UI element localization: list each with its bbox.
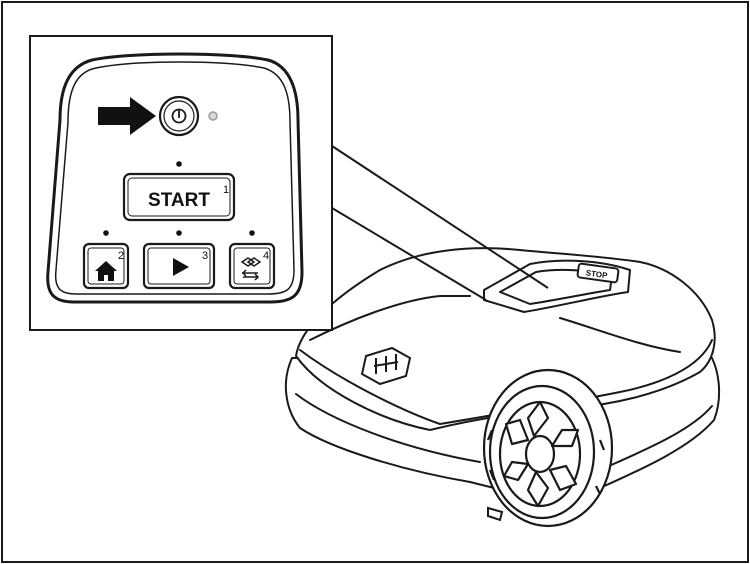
- play-icon: [173, 258, 189, 276]
- start-button-frame: [122, 172, 236, 222]
- schedule-button-frame: [228, 242, 276, 290]
- home-button-number: 2: [118, 250, 124, 262]
- schedule-button[interactable]: [228, 242, 276, 290]
- play-button-number: 3: [202, 250, 208, 262]
- brand-logo-icon: [360, 346, 412, 386]
- mower-shell-crease-2: [309, 295, 471, 341]
- home-indicator-dot: [103, 230, 109, 236]
- play-button[interactable]: [142, 242, 216, 290]
- mower-rear-edge: [599, 405, 713, 471]
- start-button[interactable]: [122, 172, 236, 222]
- start-indicator-dot: [176, 161, 182, 167]
- status-led: [208, 111, 218, 121]
- lid-stop-badge: [576, 262, 620, 284]
- lid-stop-label: STOP: [585, 268, 608, 280]
- start-button-face: [127, 177, 231, 217]
- start-button-number: 1: [223, 184, 229, 196]
- mower-control-lid: [483, 259, 631, 313]
- home-icon: [95, 261, 117, 281]
- keypad-inner: [54, 61, 295, 295]
- mower-front-foot: [487, 506, 504, 522]
- schedule-button-face: [233, 247, 271, 285]
- play-button-face: [147, 247, 211, 285]
- callout-line-bottom: [331, 207, 487, 301]
- schedule-indicator-dot: [249, 230, 255, 236]
- schedule-button-number: 4: [263, 250, 269, 262]
- power-button[interactable]: [158, 95, 200, 137]
- mower-shell-crease-3: [559, 317, 681, 353]
- schedule-icon: [240, 257, 262, 281]
- mower-wheel: [482, 368, 614, 528]
- wheel-hub: [524, 434, 556, 474]
- callout-line-top: [331, 145, 549, 289]
- pointer-arrow-icon: [98, 97, 156, 135]
- home-button[interactable]: [82, 242, 130, 290]
- home-button-face: [87, 247, 125, 285]
- mower-side-edge: [295, 393, 481, 463]
- power-icon: [171, 108, 187, 124]
- wheel-spokes: [502, 400, 580, 508]
- play-indicator-dot: [176, 230, 182, 236]
- start-button-label: START: [148, 190, 210, 211]
